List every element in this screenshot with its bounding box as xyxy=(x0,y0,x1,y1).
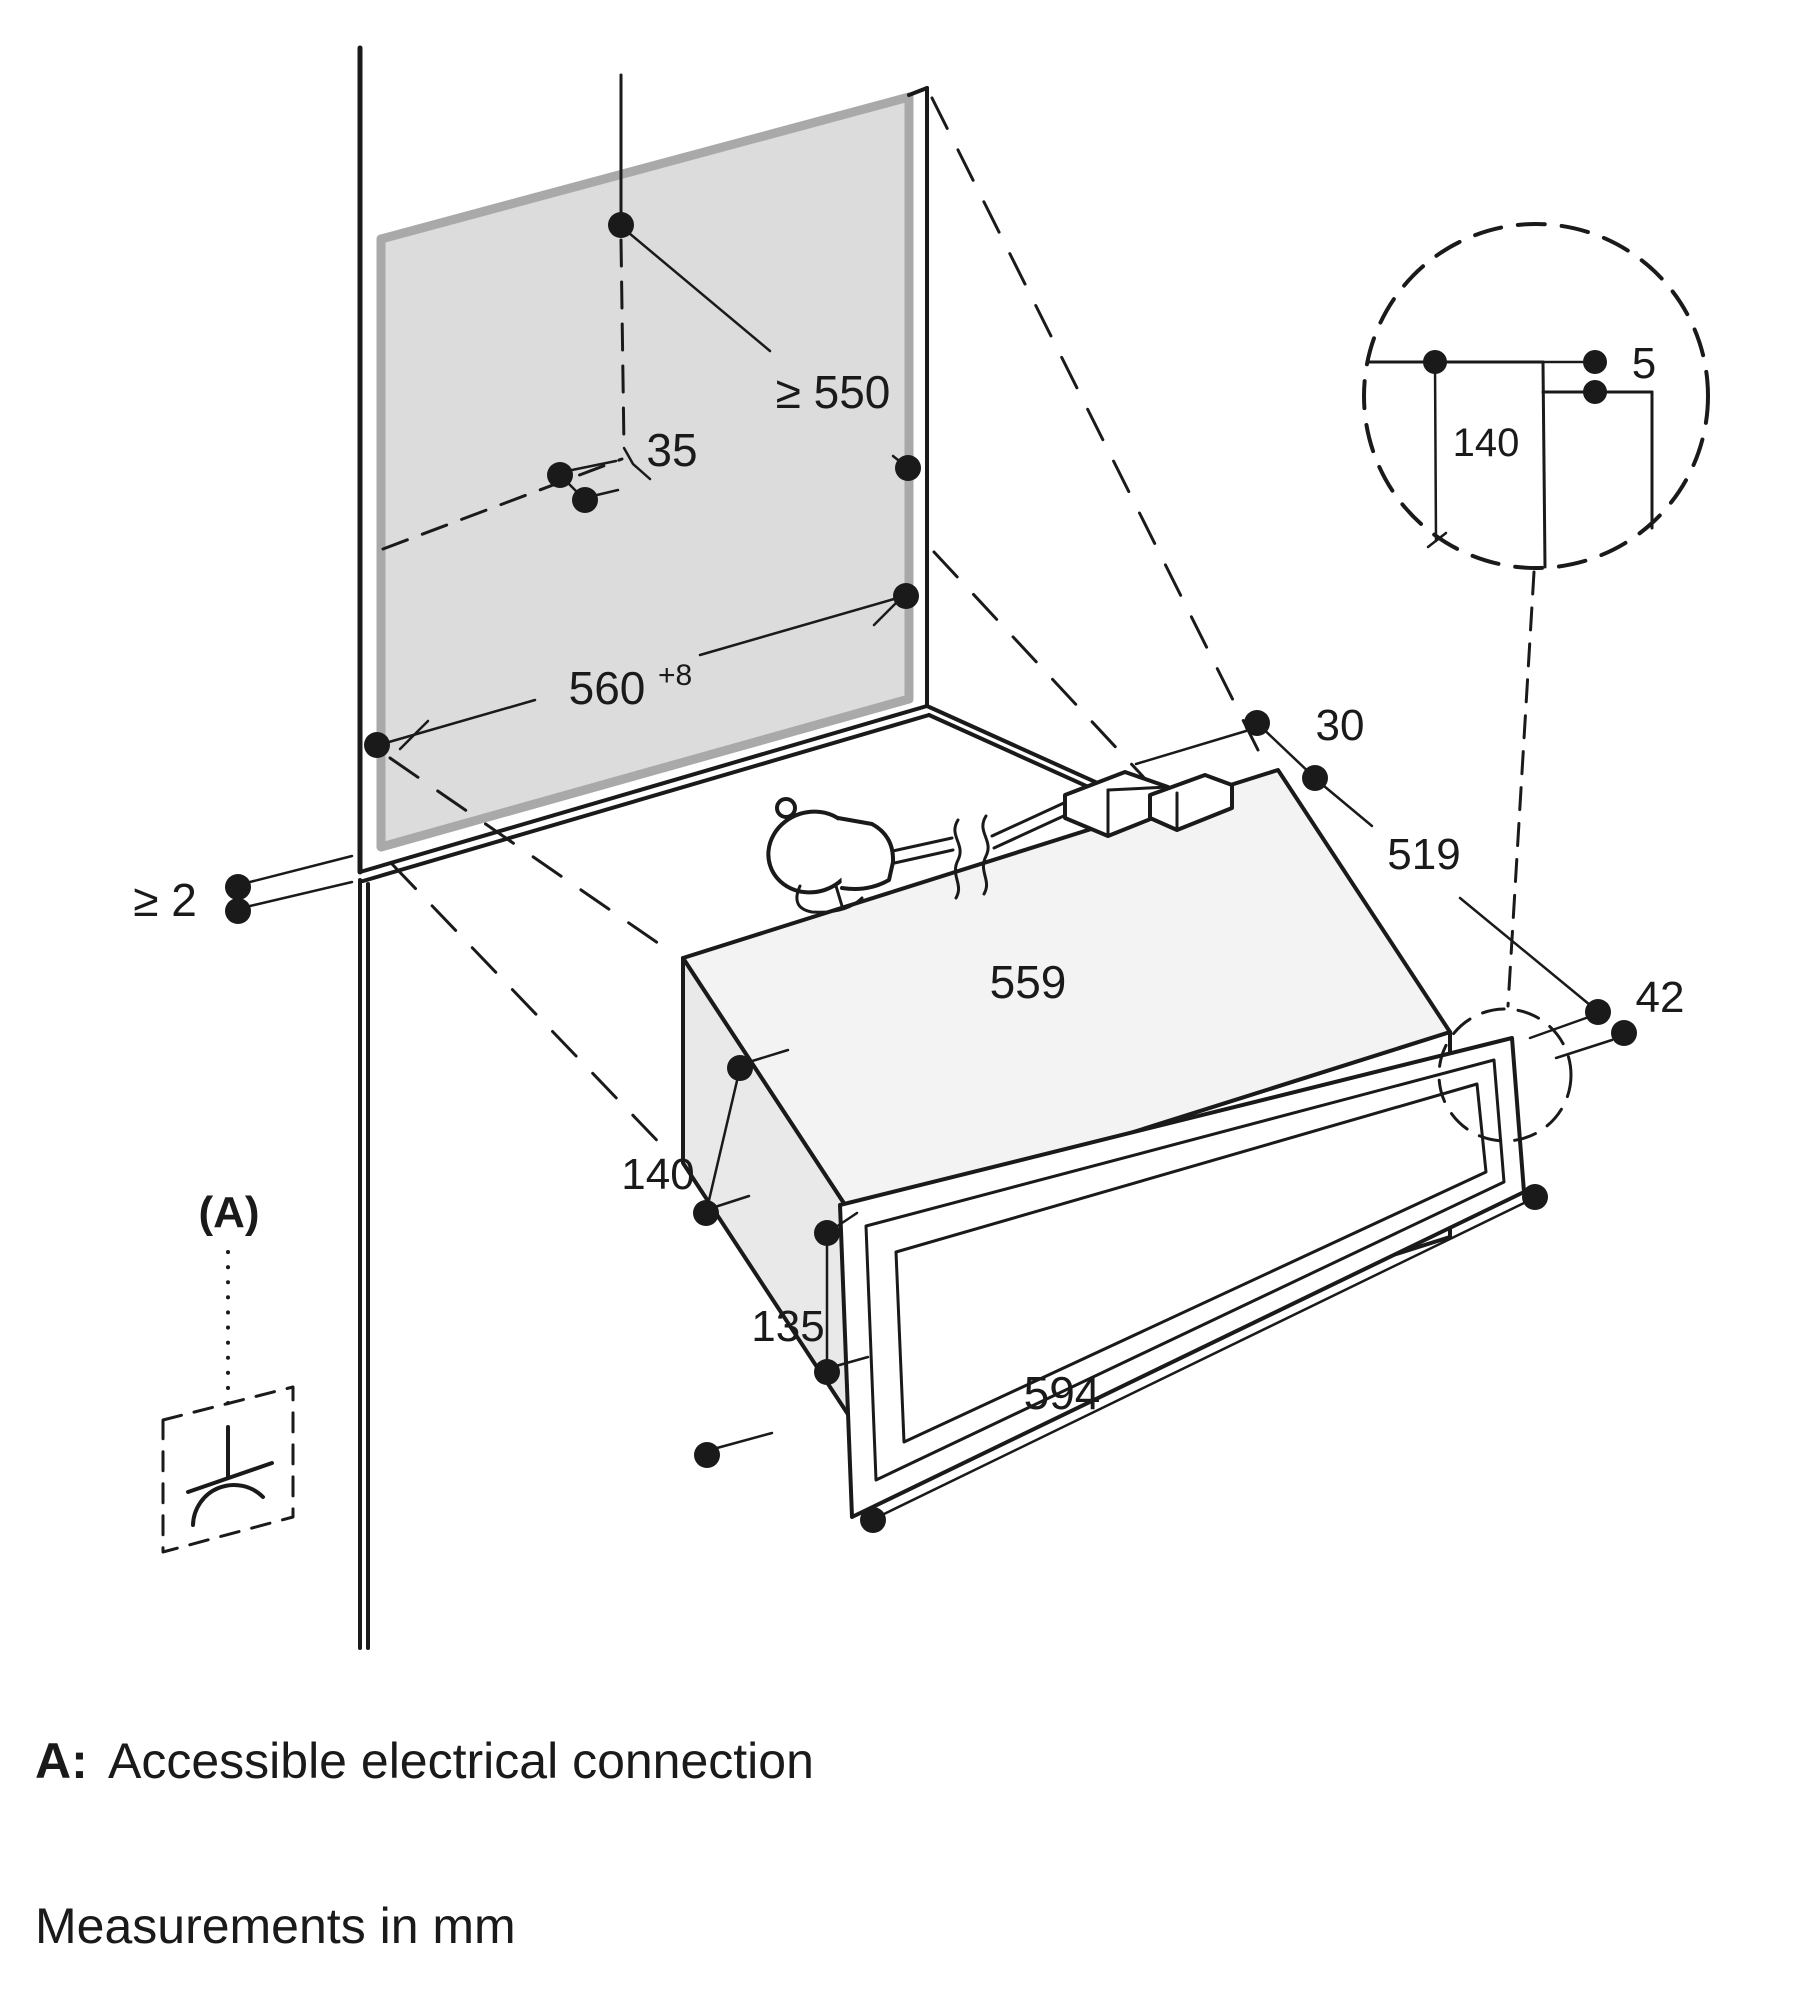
dimension-dot xyxy=(814,1359,840,1385)
dimension-dot xyxy=(1585,999,1611,1025)
dim-label-recess-offset: 35 xyxy=(646,424,697,476)
dim-front-panel-height: 135 xyxy=(694,1211,870,1468)
dimension-dot xyxy=(1423,350,1447,374)
units-note: Measurements in mm xyxy=(35,1898,516,1954)
dim-label-appliance-height: 140 xyxy=(621,1150,694,1199)
projection-line-bottom-left xyxy=(390,862,672,1156)
detail-source-circle xyxy=(1437,1007,1573,1143)
dim-side-gap: ≥ 2 xyxy=(133,854,354,926)
cord-line xyxy=(886,836,954,854)
dimension-dot xyxy=(1583,380,1607,404)
detail-circle xyxy=(1362,222,1710,570)
dim-front-panel-width: 594 xyxy=(860,1184,1548,1533)
cord-line xyxy=(992,812,1070,850)
power-cord xyxy=(766,770,1234,914)
dimension-dot xyxy=(895,455,921,481)
detail-label-gap: 5 xyxy=(1632,339,1656,388)
notes: A: Accessible electrical connection Meas… xyxy=(35,1733,814,1954)
electrical-outlet-icon xyxy=(186,1425,274,1527)
cord-line xyxy=(888,848,955,866)
hidden-niche-edge xyxy=(381,457,624,551)
detail-link-line xyxy=(1506,570,1536,1008)
counter-edge-inner xyxy=(361,713,931,883)
dimension-dot xyxy=(694,1442,720,1468)
dimension-dot xyxy=(1611,1020,1637,1046)
dimension-dot xyxy=(225,898,251,924)
dim-label-niche-width-tolerance: +8 xyxy=(658,659,692,692)
appliance xyxy=(681,768,1526,1519)
dim-label-appliance-top-width: 559 xyxy=(990,956,1067,1008)
cord-break-icon xyxy=(981,814,990,896)
dim-corner-offset: 42 xyxy=(1528,973,1685,1060)
dim-label-rear-clearance: 30 xyxy=(1316,701,1365,750)
dimension-dot xyxy=(1583,350,1607,374)
dim-recess-offset: 35 xyxy=(547,238,698,513)
dimension-dot xyxy=(1244,710,1270,736)
dim-label-appliance-depth: 519 xyxy=(1387,830,1460,879)
dim-niche-depth: ≥ 550 xyxy=(608,73,921,481)
dim-niche-width: 560 +8 xyxy=(364,583,919,758)
dimension-dot xyxy=(814,1220,840,1246)
dim-label-front-panel-width: 594 xyxy=(1024,1367,1101,1419)
dimension-dot xyxy=(893,583,919,609)
dimension-dot xyxy=(1522,1184,1548,1210)
counter-edge xyxy=(358,704,929,874)
drawer-front-inner xyxy=(894,1082,1488,1444)
detail-callout: 140 5 xyxy=(1362,222,1710,1143)
dim-rear-clearance: 30 xyxy=(1134,701,1365,791)
connection-legend: (A) xyxy=(161,1188,295,1554)
appliance-connector-icon xyxy=(1063,770,1234,838)
dim-label-front-panel-height: 135 xyxy=(751,1302,824,1351)
dimension-dot xyxy=(364,732,390,758)
cabinet-edge-top xyxy=(907,86,929,97)
power-plug-icon xyxy=(766,797,896,914)
projection-line-top-right xyxy=(930,96,1260,752)
outlet-dashed-box xyxy=(161,1385,295,1554)
note-a-text: Accessible electrical connection xyxy=(108,1733,814,1789)
dimension-dot xyxy=(225,874,251,900)
dimension-dot xyxy=(608,212,634,238)
drawer-front-frame xyxy=(864,1058,1506,1482)
cord-line xyxy=(990,800,1068,838)
dim-appliance-depth: 519 xyxy=(1322,784,1611,1025)
dimension-dot xyxy=(693,1200,719,1226)
cord-break-icon xyxy=(953,818,962,900)
appliance-top-face xyxy=(681,768,1452,1222)
dim-appliance-height: 140 xyxy=(621,1048,790,1226)
connection-marker-label: (A) xyxy=(198,1188,259,1237)
dimensions: ≥ 550 35 560 +8 xyxy=(133,73,1685,1533)
dimension-dot xyxy=(1302,765,1328,791)
note-a-label: A: xyxy=(35,1733,88,1789)
dim-label-niche-depth: ≥ 550 xyxy=(776,366,891,418)
dim-label-corner-offset: 42 xyxy=(1636,973,1685,1022)
detail-label-height: 140 xyxy=(1453,421,1520,465)
niche-back-panel xyxy=(376,92,914,852)
dim-label-niche-width: 560 xyxy=(569,662,646,714)
niche-structure xyxy=(357,45,1219,1650)
dimension-dot xyxy=(860,1507,886,1533)
dim-label-side-gap: ≥ 2 xyxy=(133,874,197,926)
dimension-dot xyxy=(727,1055,753,1081)
